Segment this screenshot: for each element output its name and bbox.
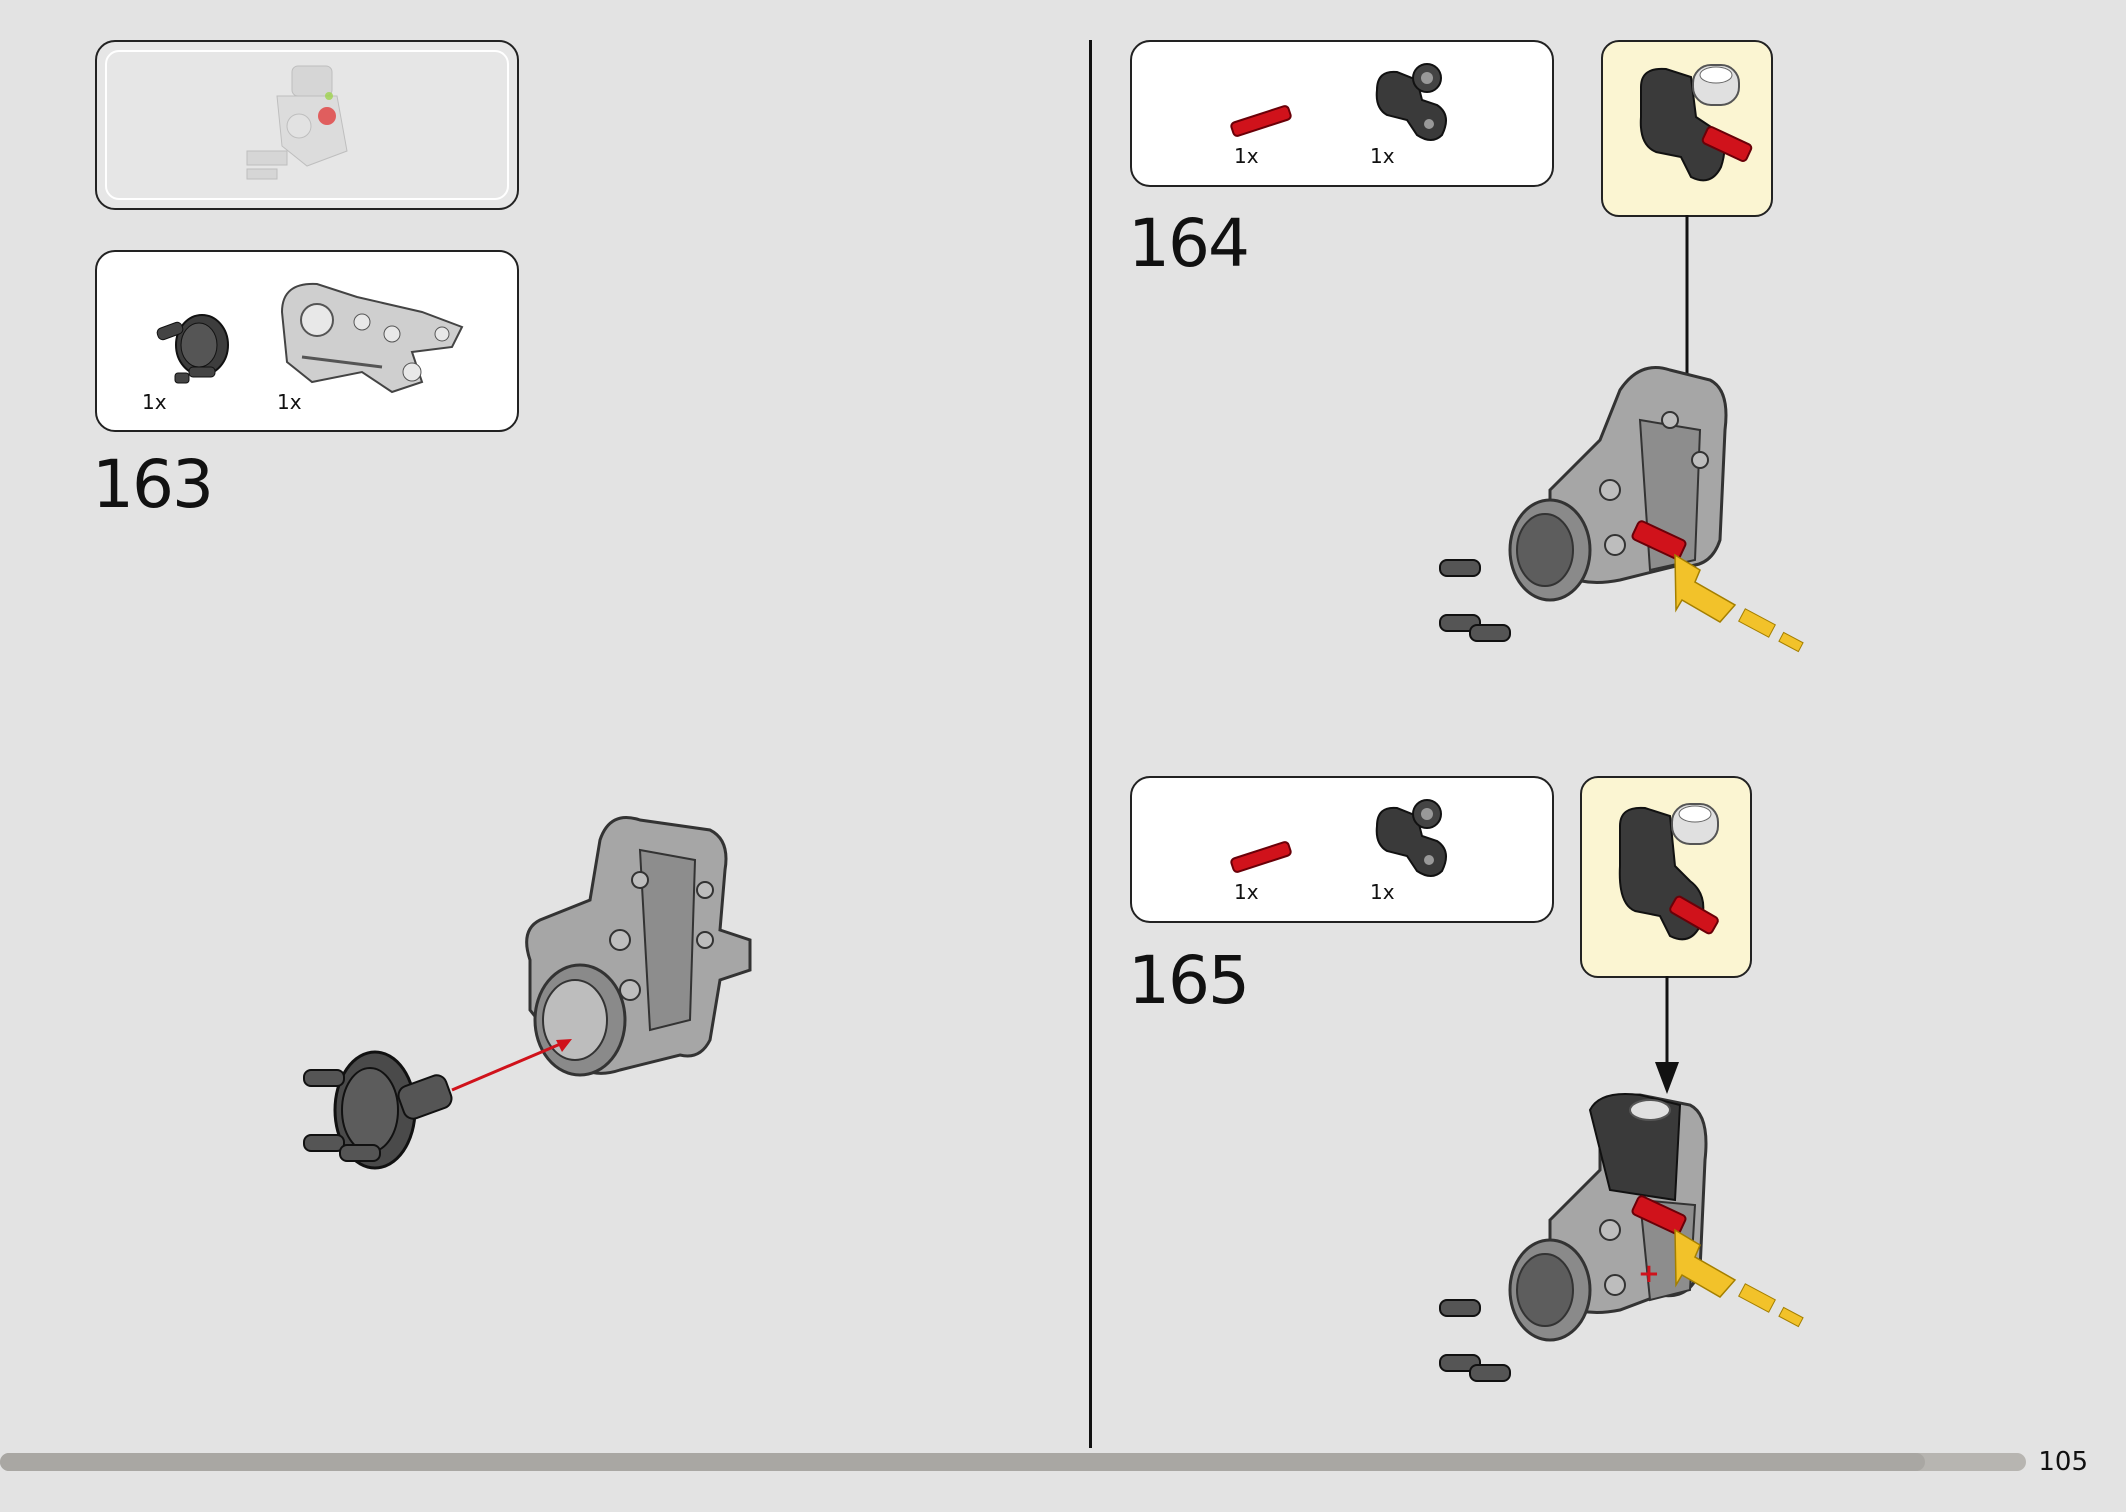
step-164-parts-list: 1x 1x <box>1130 40 1554 187</box>
step-164-number: 164 <box>1128 205 1250 282</box>
step-163-number: 163 <box>92 446 214 523</box>
step-165-part-1-quantity: 1x <box>1234 880 1259 904</box>
hub-with-pins-part-icon <box>156 314 229 384</box>
step-163-part-1-quantity: 1x <box>142 390 167 414</box>
black-bracket-part-icon <box>1375 63 1447 141</box>
step-165-number: 165 <box>1128 942 1250 1019</box>
step-163-part-2-quantity: 1x <box>277 390 302 414</box>
step-164-part-1-quantity: 1x <box>1234 144 1259 168</box>
step-165-assembly-illustration: + <box>1439 1093 1804 1382</box>
red-axle-pin-part-icon <box>1230 105 1292 137</box>
page-number: 105 <box>2038 1447 2088 1477</box>
bracket-with-pin-icon <box>1618 803 1719 941</box>
step-164-part-2-quantity: 1x <box>1370 144 1395 168</box>
page-divider <box>1089 40 1092 1448</box>
progress-bar-fill <box>0 1453 1925 1471</box>
step-165-callout <box>1580 776 1752 978</box>
red-axle-pin-part-icon <box>1230 841 1292 873</box>
submodel-preview <box>95 40 519 210</box>
submodel-preview-icon <box>246 65 348 180</box>
step-163-parts-list: 1x 1x <box>95 250 519 432</box>
black-bracket-part-icon <box>1375 799 1447 877</box>
step-165-parts-list: 1x 1x <box>1130 776 1554 923</box>
step-165-part-2-quantity: 1x <box>1370 880 1395 904</box>
step-165-callout-arrow <box>1655 976 1679 1094</box>
step-163-assembly-illustration <box>303 816 752 1170</box>
step-164-callout <box>1601 40 1773 217</box>
bracket-with-pin-icon <box>1639 64 1753 182</box>
progress-bar <box>0 1453 2026 1471</box>
frame-panel-part-icon <box>280 282 464 394</box>
svg-text:+: + <box>1638 1259 1660 1289</box>
step-164-assembly-illustration <box>1439 366 1804 653</box>
